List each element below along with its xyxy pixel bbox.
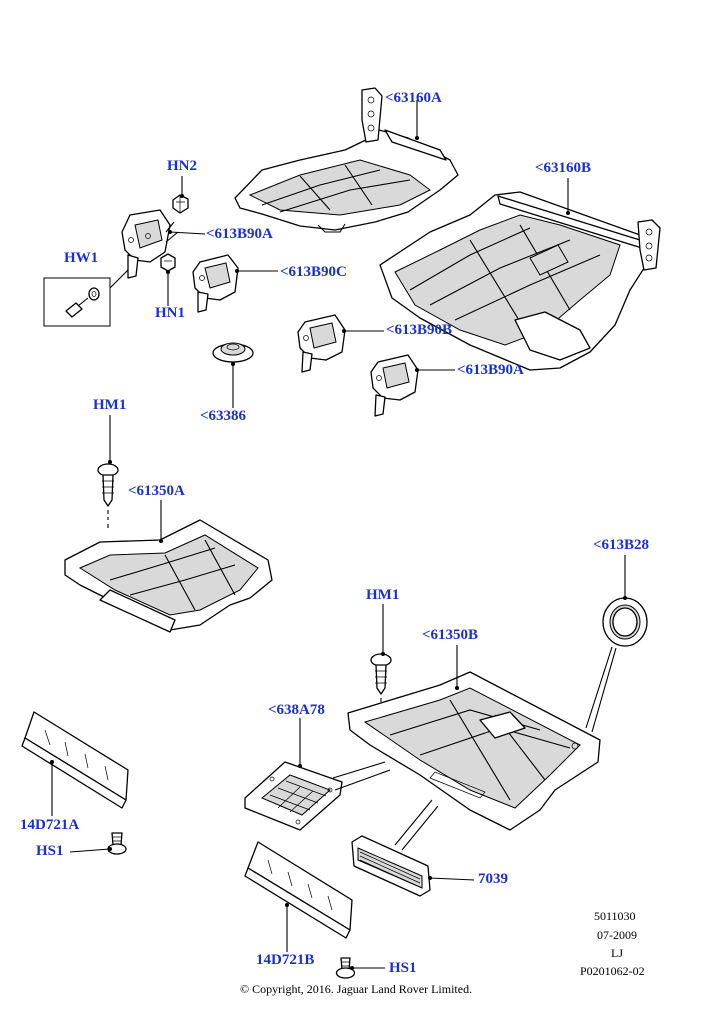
floor-panel-61350b [347, 671, 601, 831]
hw1-detail-box [43, 277, 111, 327]
label-61350b[interactable]: <61350B [422, 627, 479, 643]
label-hm1-top[interactable]: HM1 [93, 397, 127, 413]
label-613b90a-top[interactable]: <613B90A [206, 226, 273, 242]
floor-panel-61350a [64, 519, 273, 633]
label-61350a[interactable]: <61350A [128, 483, 185, 499]
copyright-notice: © Copyright, 2016. Jaguar Land Rover Lim… [240, 982, 473, 996]
reference-illustration-id: P0201062-02 [580, 964, 645, 978]
label-hs1-bottom[interactable]: HS1 [389, 960, 417, 976]
label-63160a[interactable]: <63160A [385, 90, 442, 106]
label-638a78[interactable]: <638A78 [268, 702, 325, 718]
label-7039[interactable]: 7039 [478, 871, 508, 887]
leader-lines [50, 100, 627, 970]
label-14d721b[interactable]: 14D721B [256, 952, 315, 968]
reference-date: 07-2009 [597, 928, 637, 942]
label-hn1[interactable]: HN1 [155, 305, 185, 321]
label-613b90a-bottom[interactable]: <613B90A [457, 362, 524, 378]
label-613b90c[interactable]: <613B90C [280, 264, 347, 280]
label-hn2[interactable]: HN2 [167, 158, 197, 174]
seat-frame-63160a [234, 87, 459, 233]
hinge-bracket-613b90a-top [121, 209, 179, 279]
label-hw1[interactable]: HW1 [64, 250, 99, 266]
label-63160b[interactable]: <63160B [535, 160, 592, 176]
screw-hs1-bottom [335, 957, 356, 979]
nut-hn2 [172, 194, 189, 214]
hinge-bracket-613b90b [297, 314, 346, 373]
reference-number: 5011030 [594, 909, 636, 923]
access-cover-638a78 [244, 761, 343, 831]
label-613b28[interactable]: <613B28 [593, 537, 650, 553]
label-hs1-left[interactable]: HS1 [36, 843, 64, 859]
label-hm1-bottom[interactable]: HM1 [366, 587, 400, 603]
label-63386[interactable]: <63386 [200, 408, 247, 424]
hinge-bracket-613b90a-bottom [370, 354, 419, 417]
hinge-bracket-613b90c [192, 254, 239, 313]
seal-613b28 [602, 597, 648, 647]
seat-frame-63160b [379, 191, 661, 371]
label-14d721a[interactable]: 14D721A [20, 817, 80, 833]
reference-model: LJ [611, 946, 623, 960]
grommet-63386 [212, 342, 254, 363]
label-613b90b[interactable]: <613B90B [386, 322, 453, 338]
trim-14d721a [21, 711, 129, 809]
trim-14d721b [244, 841, 353, 939]
nut-hn1 [160, 253, 176, 272]
grille-7039 [351, 835, 431, 897]
push-pin-hm1-top [97, 463, 119, 530]
